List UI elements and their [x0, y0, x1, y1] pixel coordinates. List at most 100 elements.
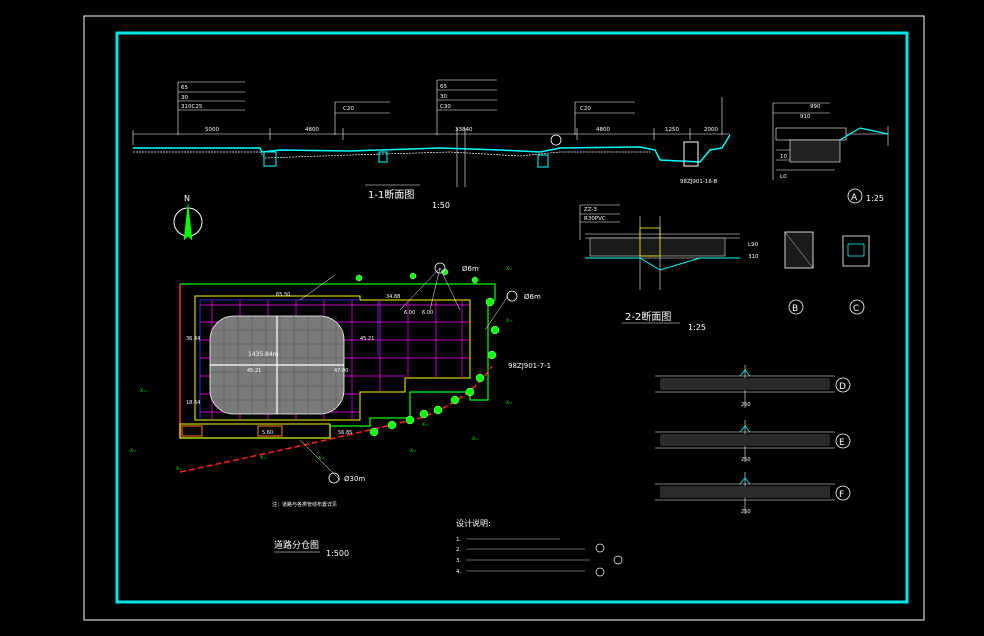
joint-f-dim: 250 [741, 509, 751, 515]
section-1-1-scale: 1:50 [432, 201, 450, 210]
svg-text:X=: X= [140, 388, 147, 394]
drain-box-2 [378, 151, 388, 163]
svg-text:X=: X= [176, 466, 183, 472]
inner-frame [115, 31, 909, 604]
svg-text:X=: X= [506, 266, 513, 272]
svg-text:X=: X= [422, 422, 429, 428]
plan-footnote: 注：道路与各类管线布置详见 [272, 501, 337, 508]
detail-a-dim-910: 910 [800, 114, 811, 120]
plaza-area-label: 1435.84m [248, 351, 279, 358]
marker-2-2-plan [434, 262, 446, 274]
design-note-4: 4. [456, 569, 461, 575]
layer-label-30-a: 30 [181, 95, 188, 101]
joint-d-dim: 250 [741, 402, 751, 408]
layer-label-65-b: 65 [440, 84, 447, 90]
svg-text:X=: X= [506, 318, 513, 324]
marker-e-letter: E [839, 438, 845, 448]
marker-a-letter: A [851, 193, 858, 203]
plan-ref-note: 98ZJ901-7-1 [508, 362, 551, 370]
design-notes-heading: 设计说明: [456, 518, 491, 528]
design-note-2: 2. [456, 547, 461, 553]
detail-b-label-l90: L90 [748, 242, 759, 248]
svg-text:X=: X= [410, 448, 417, 454]
dim-5000: 5000 [205, 127, 219, 133]
plan-dim-1: 65.50 [276, 292, 290, 298]
design-note-1: 1. [456, 537, 461, 543]
curved-red-boundary [179, 365, 493, 473]
dim-2000: 2000 [704, 127, 718, 133]
detail-c-box [842, 235, 870, 267]
section-2-2-title: 2-2断面图 [625, 310, 671, 323]
drain-box-3 [537, 154, 549, 168]
plan-label-30m: Ø30m [344, 475, 365, 483]
plan-dim-10: 45.21 [360, 336, 374, 342]
plan-label-6m-a: Ø6m [462, 265, 479, 273]
layer-label-c30: C30 [440, 104, 451, 110]
drain-box-1 [263, 151, 277, 167]
plan-dim-11: 34.88 [386, 294, 400, 300]
design-note-3: 3. [456, 558, 461, 564]
north-arrow: N [173, 194, 203, 241]
section-2-2-label-zz3: ZZ-3 [584, 207, 597, 213]
plan-dim-4: 5.60 [262, 430, 273, 436]
road-plan: 1435.84m [130, 262, 551, 558]
outer-frame [83, 15, 925, 621]
joint-e-dim: 250 [741, 457, 751, 463]
layer-label-310c25: 310C25 [181, 104, 203, 110]
design-notes: 设计说明: 1. 2. 3. 4. [456, 518, 623, 577]
svg-text:X=: X= [260, 455, 267, 461]
detail-a: 990 910 10 L0 A 1:25 [772, 102, 889, 204]
detail-a-scale: 1:25 [866, 194, 884, 203]
plan-dim-8: 18.64 [186, 400, 200, 406]
plan-dim-7: 47.00 [334, 368, 348, 374]
marker-f-letter: F [839, 490, 844, 500]
plan-title: 道路分仓图 [274, 539, 319, 551]
note-marker-1 [595, 543, 605, 553]
marker-d [835, 377, 851, 393]
dim-4800-a: 4800 [305, 127, 319, 133]
layer-label-65-a: 65 [181, 85, 188, 91]
road-profile-line [133, 134, 731, 163]
section-2-2: ZZ-3 R30PVC L90 310 B C 2-2断面图 1:25 [579, 204, 870, 332]
north-letter: N [184, 194, 190, 203]
dim-4800-b: 4800 [596, 127, 610, 133]
marker-f-plan [328, 472, 340, 484]
section-2-2-scale: 1:25 [688, 323, 706, 332]
plan-dim-2: 6.00 [404, 310, 415, 316]
dim-33840: 33840 [455, 127, 473, 133]
plan-scale: 1:500 [326, 549, 349, 558]
detail-a-label-l0: L0 [780, 174, 787, 180]
marker-c [849, 299, 865, 315]
note-marker-3 [595, 567, 605, 577]
marker-e [835, 433, 851, 449]
detail-b-label-310: 310 [748, 254, 759, 260]
marker-a [847, 188, 863, 204]
section-1-1: 65 30 310C25 C20 65 30 C30 C20 5000 4800… [132, 79, 731, 210]
section-1-1-title: 1-1断面图 [368, 188, 414, 201]
plan-dim-5: 56.85 [338, 430, 352, 436]
detail-a-dim-990: 990 [810, 104, 821, 110]
marker-b-letter: B [792, 304, 798, 314]
layer-label-30-b: 30 [440, 94, 447, 100]
marker-circle-1-1 [550, 134, 562, 146]
section-2-2-label-r30pvc: R30PVC [584, 216, 606, 222]
svg-text:X=: X= [472, 436, 479, 442]
marker-e-plan [506, 290, 518, 302]
layer-label-c20-b: C20 [580, 106, 591, 112]
marker-d-letter: D [839, 382, 846, 392]
layer-label-c20-a: C20 [343, 106, 354, 112]
plan-dim-3: 6.00 [422, 310, 433, 316]
marker-c-letter: C [853, 304, 859, 314]
marker-f [835, 485, 851, 501]
section-1-1-note: 98ZJ901-16-B [680, 179, 718, 185]
marker-b [788, 299, 804, 315]
curb-box [683, 141, 699, 167]
svg-text:X=: X= [318, 455, 325, 461]
svg-text:X=: X= [130, 448, 137, 454]
plan-dim-9: 36.84 [186, 336, 200, 342]
dim-1250: 1250 [665, 127, 679, 133]
plan-label-6m-b: Ø6m [524, 293, 541, 301]
svg-text:X=: X= [506, 400, 513, 406]
joint-details: 250 250 250 D E F [655, 365, 851, 515]
